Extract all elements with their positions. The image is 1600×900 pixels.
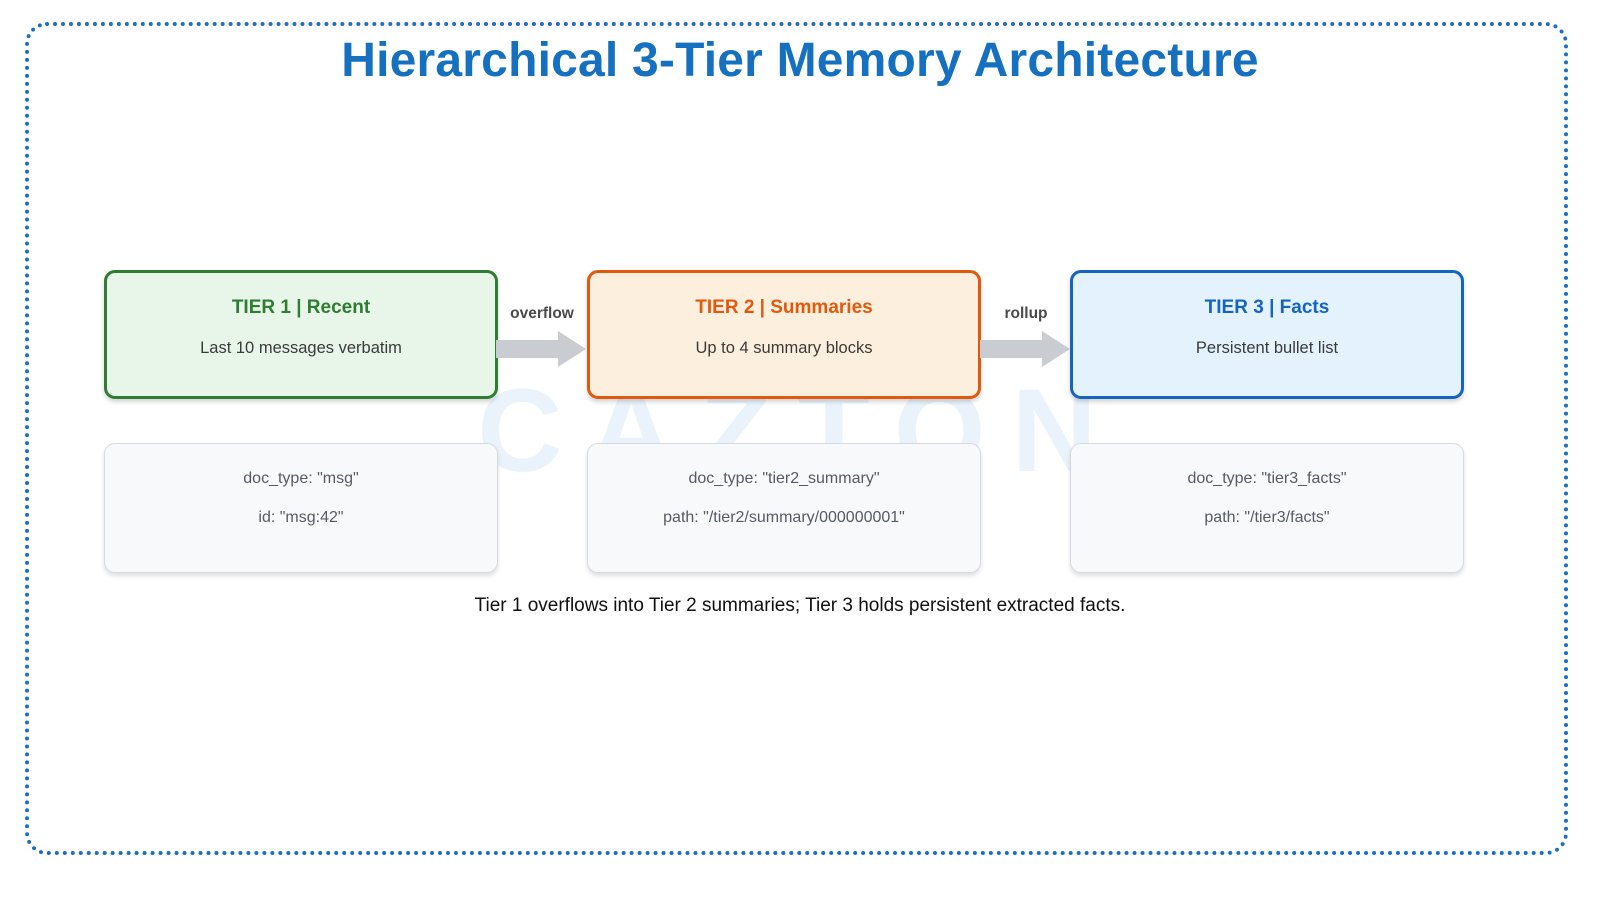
meta-path-tier-1: id: "msg:42": [258, 509, 344, 526]
tier-box-tier-2[interactable]: TIER 2 | Summaries Up to 4 summary block…: [587, 270, 981, 399]
meta-card-tier-2[interactable]: doc_type: "tier2_summary" path: "/tier2/…: [587, 443, 981, 573]
meta-card-tier-3[interactable]: doc_type: "tier3_facts" path: "/tier3/fa…: [1070, 443, 1464, 573]
diagram-frame: [25, 22, 1568, 855]
meta-doc-type-tier-3: doc_type: "tier3_facts": [1187, 470, 1347, 487]
arrow-label-overflow: overflow: [510, 305, 574, 322]
tier-description-tier-1: Last 10 messages verbatim: [200, 339, 402, 357]
tier-description-tier-2: Up to 4 summary blocks: [695, 339, 873, 357]
arrow-overflow: overflow: [496, 305, 588, 367]
diagram-caption: Tier 1 overflows into Tier 2 summaries; …: [474, 595, 1126, 616]
arrow-label-rollup: rollup: [1004, 305, 1048, 322]
tier-title-tier-1: TIER 1 | Recent: [231, 297, 371, 318]
arrow-right-icon: [980, 331, 1070, 367]
tier-title-tier-2: TIER 2 | Summaries: [695, 297, 873, 318]
meta-path-tier-2: path: "/tier2/summary/000000001": [663, 509, 905, 526]
page-title: Hierarchical 3-Tier Memory Architecture: [341, 34, 1259, 87]
meta-card-tier-1[interactable]: doc_type: "msg" id: "msg:42": [104, 443, 498, 573]
meta-doc-type-tier-2: doc_type: "tier2_summary": [688, 470, 880, 487]
meta-path-tier-3: path: "/tier3/facts": [1204, 509, 1330, 526]
tier-box-tier-3[interactable]: TIER 3 | Facts Persistent bullet list: [1070, 270, 1464, 399]
tier-title-tier-3: TIER 3 | Facts: [1204, 297, 1330, 318]
arrow-rollup: rollup: [980, 305, 1072, 367]
meta-doc-type-tier-1: doc_type: "msg": [243, 470, 359, 487]
arrow-right-icon: [496, 331, 586, 367]
tier-box-tier-1[interactable]: TIER 1 | Recent Last 10 messages verbati…: [104, 270, 498, 399]
tier-description-tier-3: Persistent bullet list: [1195, 339, 1339, 357]
